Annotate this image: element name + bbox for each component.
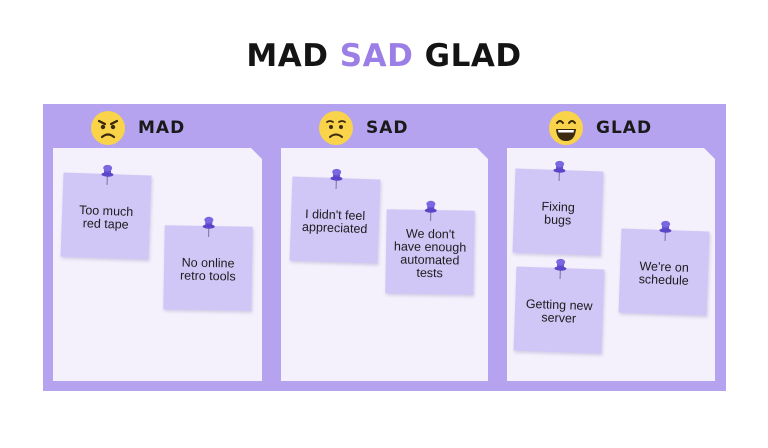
- sad-face-icon: [319, 111, 353, 145]
- sticky-note[interactable]: Fixing bugs: [512, 160, 604, 256]
- title-word-sad: SAD: [339, 38, 414, 74]
- sticky-note[interactable]: Getting new server: [513, 258, 605, 354]
- pushpin-icon: [424, 200, 437, 222]
- laughing-face-icon: [549, 111, 583, 145]
- sticky-note[interactable]: I didn't feel appreciated: [289, 168, 381, 264]
- page-title: MAD SAD GLAD: [0, 38, 768, 74]
- column-label-mad: MAD: [138, 118, 186, 138]
- column-label-sad: SAD: [366, 118, 409, 138]
- note-text: We're on schedule: [638, 259, 690, 288]
- sticky-note[interactable]: We're on schedule: [618, 220, 710, 316]
- pushpin-icon: [330, 168, 343, 190]
- note-text: Fixing bugs: [541, 199, 576, 228]
- sticky-note[interactable]: Too much red tape: [60, 164, 152, 260]
- note-text: I didn't feel appreciated: [301, 206, 368, 237]
- pushpin-icon: [101, 164, 114, 186]
- pushpin-icon: [553, 160, 566, 182]
- note-text: Too much red tape: [78, 203, 134, 232]
- note-text: No online retro tools: [179, 255, 236, 284]
- note-text: Getting new server: [525, 296, 593, 326]
- column-label-glad: GLAD: [596, 118, 653, 138]
- sticky-note[interactable]: No online retro tools: [163, 216, 253, 311]
- column-header-mad: MAD: [90, 108, 185, 148]
- angry-face-icon: [91, 111, 125, 145]
- pushpin-icon: [554, 258, 567, 280]
- pushpin-icon: [202, 216, 215, 238]
- column-header-glad: GLAD: [548, 108, 652, 148]
- title-word-mad: MAD: [246, 38, 329, 74]
- pushpin-icon: [659, 220, 672, 242]
- column-header-sad: SAD: [318, 108, 409, 148]
- title-word-glad: GLAD: [424, 38, 522, 74]
- note-text: We don't have enough automated tests: [393, 226, 467, 281]
- sticky-note[interactable]: We don't have enough automated tests: [385, 200, 475, 295]
